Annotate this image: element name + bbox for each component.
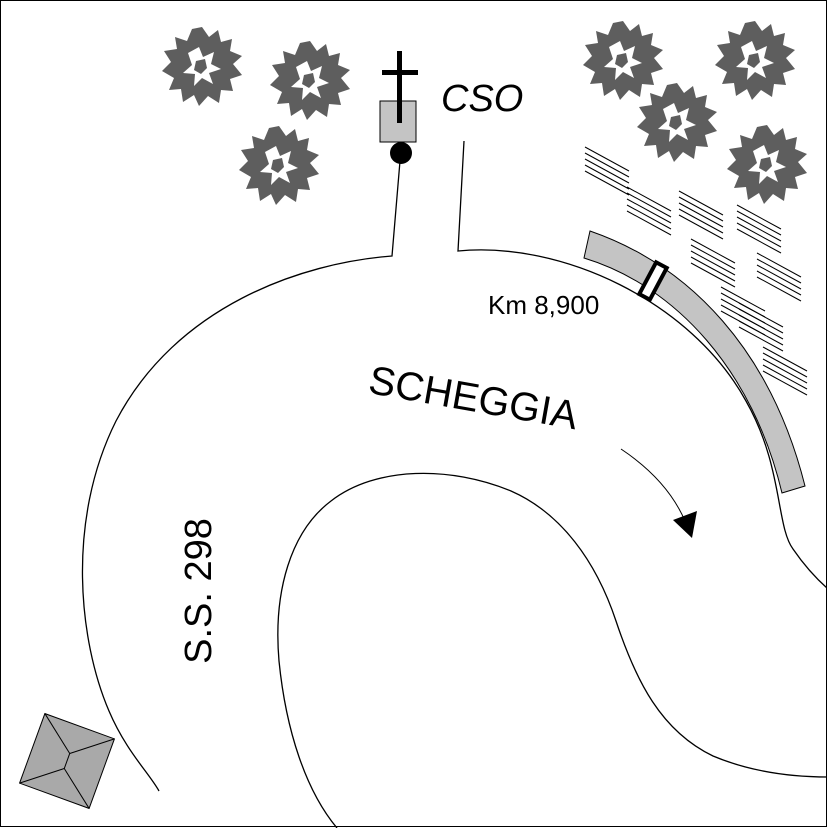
road-number-label: S.S. 298 — [178, 518, 220, 664]
tree-icon — [637, 83, 717, 162]
road-inner-edge — [277, 472, 827, 828]
tree-icon — [270, 41, 350, 120]
road-name-label: SCHEGGIA — [365, 358, 581, 438]
side-road-right-edge — [457, 140, 827, 589]
cso-label: CSO — [441, 78, 523, 120]
km-marker-icon — [636, 259, 670, 303]
tree-icon — [583, 21, 663, 100]
tree-icon — [162, 27, 242, 106]
tree-icon — [715, 21, 795, 100]
junction-dot-icon — [390, 142, 412, 164]
house-icon — [18, 712, 116, 810]
tree-icon — [239, 126, 319, 205]
cross-icon — [379, 51, 418, 143]
km-label: Km 8,900 — [488, 290, 599, 320]
side-road-left-edge — [81, 160, 401, 792]
direction-arrow-icon — [620, 448, 697, 538]
guardrail-strip — [583, 230, 806, 494]
tree-icon — [727, 125, 807, 204]
